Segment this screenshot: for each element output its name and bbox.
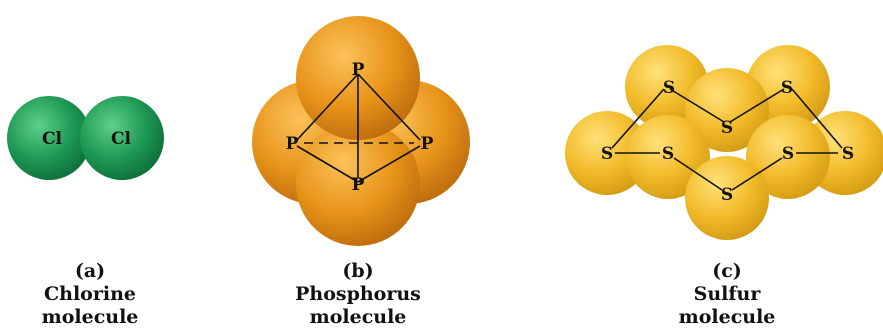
chlorine-atom-label-right: Cl <box>111 129 132 149</box>
bond-s2 <box>669 88 725 123</box>
sulfur-atom-front-center <box>685 156 769 240</box>
bond-s6 <box>673 157 723 191</box>
sulfur-atom-far-left <box>565 111 649 195</box>
bond-top-right <box>357 73 421 141</box>
caption-letter: (c) <box>712 260 742 282</box>
sulfur-atom-front-right <box>746 115 830 199</box>
caption-letter: (b) <box>342 260 374 282</box>
caption-sulfur: (c) Sulfur molecule <box>652 260 802 329</box>
sulfur-atom-label-front-left: S <box>662 144 674 164</box>
phosphorus-atom-label-bottom: P <box>352 175 365 195</box>
chlorine-atom-right <box>80 96 164 180</box>
chlorine-atom-left <box>7 96 91 180</box>
caption-letter: (a) <box>74 260 106 282</box>
phosphorus-molecule: P P P P <box>252 16 470 246</box>
phosphorus-atom-bottom <box>296 122 420 246</box>
bond-s7 <box>731 157 783 191</box>
sulfur-atom-front-left <box>626 115 710 199</box>
chlorine-atom-label-left: Cl <box>42 129 63 149</box>
bond-s3 <box>729 88 785 123</box>
sulfur-atom-back-center <box>685 68 769 152</box>
bond-s1 <box>611 88 665 149</box>
caption-subtitle: molecule <box>678 306 776 328</box>
sulfur-molecule: S S S S S S S S <box>565 45 883 240</box>
caption-chlorine: (a) Chlorine molecule <box>15 260 165 329</box>
caption-subtitle: molecule <box>41 306 139 328</box>
sulfur-atom-label-far-right: S <box>842 144 854 164</box>
bond-right-bottom <box>357 145 421 183</box>
sulfur-atom-label-back-center: S <box>721 118 733 138</box>
sulfur-atom-label-back-right: S <box>781 78 793 98</box>
bond-top-left <box>296 73 359 141</box>
caption-subtitle: molecule <box>309 306 407 328</box>
phosphorus-atom-label-right: P <box>421 134 434 154</box>
sulfur-atom-label-front-center: S <box>721 185 733 205</box>
caption-title: Phosphorus <box>295 283 421 305</box>
sulfur-bonds <box>611 88 843 191</box>
sulfur-atom-label-back-left: S <box>663 78 675 98</box>
bond-left-bottom <box>296 145 359 183</box>
chlorine-molecule: Cl Cl <box>7 96 164 180</box>
caption-title: Chlorine <box>44 283 136 305</box>
caption-phosphorus: (b) Phosphorus molecule <box>268 260 448 329</box>
bond-s4 <box>791 88 843 149</box>
phosphorus-bonds <box>296 73 421 183</box>
phosphorus-atom-label-left: P <box>286 134 299 154</box>
sulfur-atom-label-front-right: S <box>782 144 794 164</box>
phosphorus-atom-label-top: P <box>352 60 365 80</box>
caption-title: Sulfur <box>693 283 761 305</box>
sulfur-atom-label-far-left: S <box>601 144 613 164</box>
